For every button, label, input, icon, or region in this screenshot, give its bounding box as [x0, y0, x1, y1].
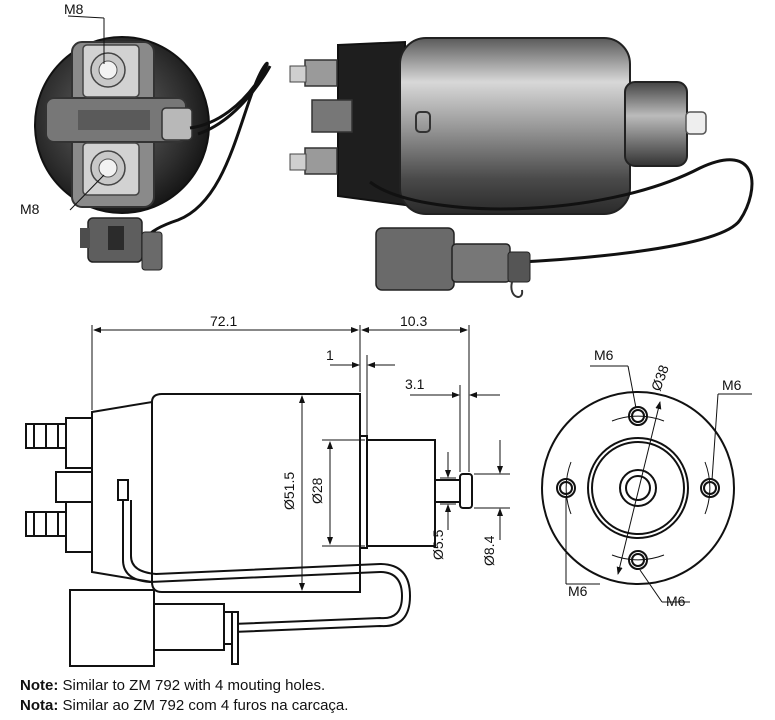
photo-side-view	[289, 37, 754, 298]
dim-boss-diameter: Ø28	[309, 477, 325, 504]
note-portuguese-prefix: Nota:	[20, 697, 59, 714]
photo-label-m8-top: M8	[64, 1, 84, 17]
drawing-end-view	[541, 391, 735, 585]
note-english-text: Similar to ZM 792 with 4 mouting holes.	[62, 677, 326, 694]
end-view-leaders	[565, 365, 752, 603]
dim-shaft-diameter: Ø5.5	[430, 529, 446, 560]
note-english: Note: Similar to ZM 792 with 4 mouting h…	[20, 677, 325, 694]
note-english-prefix: Note:	[20, 677, 59, 694]
end-label-bolt-circle: Ø38	[648, 362, 672, 393]
dim-body-diameter: Ø51.5	[281, 472, 297, 510]
end-label-m6-top: M6	[594, 347, 614, 363]
photo-leaders	[67, 15, 105, 211]
note-portuguese-text: Similar ao ZM 792 com 4 furos na carcaça…	[62, 697, 349, 714]
dim-plunger-extension: 10.3	[400, 313, 427, 329]
dimension-lines	[91, 325, 510, 591]
dim-tip-diameter: Ø8.4	[481, 535, 497, 566]
note-portuguese: Nota: Similar ao ZM 792 com 4 furos na c…	[20, 697, 348, 714]
photo-label-m8-bottom: M8	[20, 201, 40, 217]
end-label-m6-bottom: M6	[666, 593, 686, 609]
dim-overall-length: 72.1	[210, 313, 237, 329]
drawing-side-view	[25, 393, 473, 667]
dim-flange-thickness: 1	[326, 347, 334, 363]
dim-tip-length: 3.1	[405, 376, 425, 392]
end-label-m6-right: M6	[722, 377, 742, 393]
end-label-m6-left: M6	[568, 583, 588, 599]
photo-end-view	[34, 36, 272, 271]
